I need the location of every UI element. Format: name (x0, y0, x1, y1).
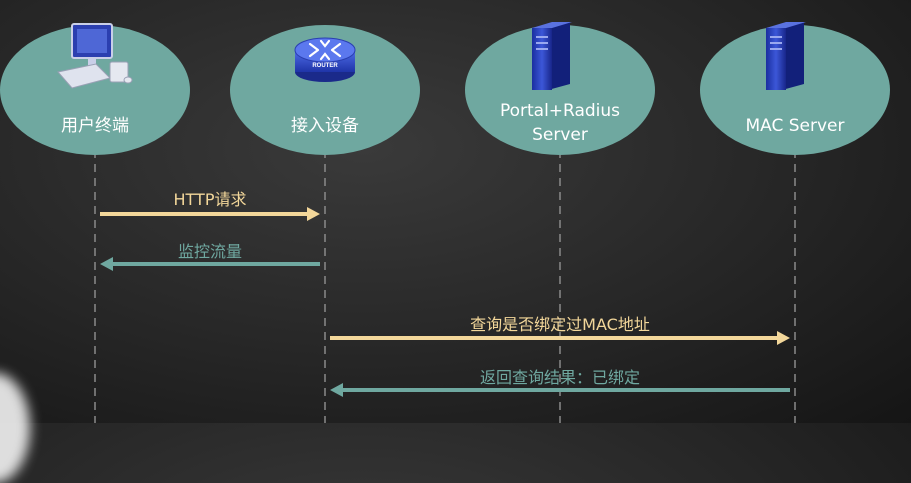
node-ellipse (700, 25, 890, 155)
arrow-head (307, 207, 320, 221)
arrow-head (100, 257, 113, 271)
node-user-terminal (0, 23, 190, 155)
server-icon (532, 22, 572, 90)
message-arrow-0 (100, 207, 320, 221)
node-label-portal-radius-server: Portal+Radius Server (499, 101, 621, 145)
server-icon (766, 22, 806, 90)
router-icon-text: ROUTER (312, 63, 338, 69)
node-label-mac-server: MAC Server (745, 116, 845, 136)
router-icon: ROUTER (294, 37, 356, 82)
computer-icon (57, 23, 133, 89)
arrow-head (330, 383, 343, 397)
arrow-head (777, 331, 790, 345)
message-arrow-3 (330, 383, 790, 397)
node-ellipse (465, 25, 655, 155)
message-label-http-request: HTTP请求 (173, 190, 247, 209)
sequence-diagram: ROUTER (0, 22, 890, 423)
node-portal-radius-server (465, 22, 655, 155)
node-ellipse (0, 25, 190, 155)
message-arrow-1 (100, 257, 320, 271)
message-label-query-mac-binding: 查询是否绑定过MAC地址 (470, 315, 650, 334)
message-label-query-result: 返回查询结果：已绑定 (479, 368, 640, 387)
node-ellipse (230, 25, 420, 155)
node-access-device: ROUTER (230, 25, 420, 155)
node-label-access-device: 接入设备 (291, 116, 359, 136)
message-label-monitor-traffic: 监控流量 (177, 242, 242, 261)
node-mac-server (700, 22, 890, 155)
node-label-user-terminal: 用户终端 (61, 116, 129, 136)
diagram-canvas: ROUTER (0, 22, 890, 423)
message-arrow-2 (330, 331, 790, 345)
